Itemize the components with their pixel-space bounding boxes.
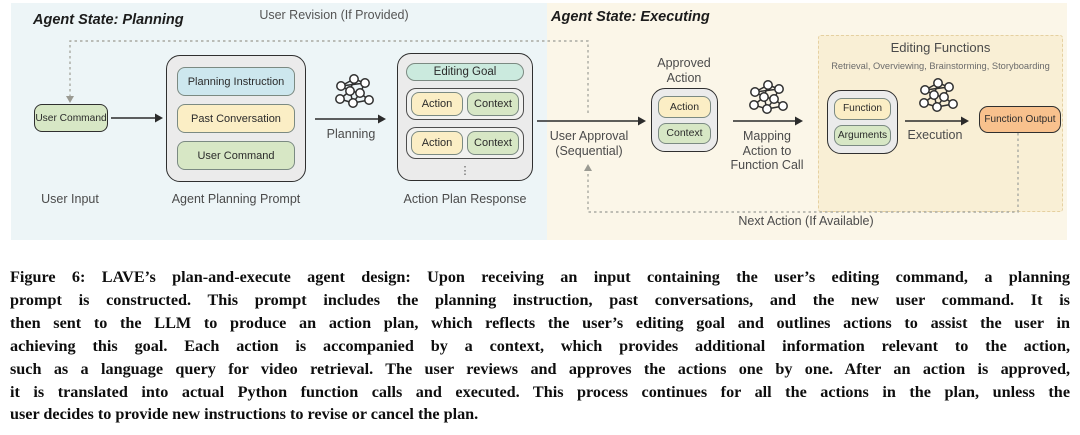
approved-context-node: Context <box>658 122 711 144</box>
caption-line: achieving this goal. Each action is acco… <box>10 336 1070 355</box>
user-revision-label: User Revision (If Provided) <box>259 8 409 22</box>
editing-functions-title: Editing Functions <box>890 40 991 55</box>
context-node-1: Context <box>467 92 519 116</box>
caption-line: then sent to the LLM to produce an actio… <box>10 313 1070 332</box>
executing-region-title: Agent State: Executing <box>551 9 710 25</box>
mapping-label-line3: Function Call <box>730 158 804 172</box>
figure-caption: Figure 6: LAVE’s plan-and-execute agent … <box>10 266 1070 426</box>
user-command-prompt-node: User Command <box>177 141 295 170</box>
past-conversation-node: Past Conversation <box>177 104 295 133</box>
caption-line: such as a language query for video retri… <box>10 359 1070 378</box>
user-approval-label: User Approval (Sequential) <box>543 129 635 158</box>
planning-instruction-node: Planning Instruction <box>177 67 295 96</box>
function-arguments-container: Function Arguments <box>827 90 898 154</box>
editing-functions-subtitle: Retrieval, Overviewing, Brainstorming, S… <box>831 61 1050 71</box>
mapping-label-line2: Action to <box>742 143 792 158</box>
function-node: Function <box>834 98 891 120</box>
mapping-label: Mapping Action to Function Call <box>722 129 812 173</box>
action-plan-response-label: Action Plan Response <box>403 192 527 206</box>
approved-action-node: Action <box>658 96 711 118</box>
figure-diagram: Agent State: Planning Agent State: Execu… <box>11 3 1067 240</box>
approved-action-label-line2: Action <box>666 70 702 85</box>
user-input-label: User Input <box>41 192 99 206</box>
next-action-label: Next Action (If Available) <box>738 214 874 228</box>
mapping-label-line1: Mapping <box>743 129 791 143</box>
caption-line: user decides to provide new instructions… <box>10 405 479 424</box>
user-approval-label-line2: (Sequential) <box>555 143 623 158</box>
more-actions-ellipsis-icon: ⋮ <box>459 165 471 177</box>
function-output-node: Function Output <box>979 106 1061 133</box>
action-context-pair-1: Action Context <box>406 88 524 120</box>
planning-arrow-label: Planning <box>326 127 376 141</box>
approved-action-label-line1: Approved <box>657 56 711 70</box>
caption-line: Figure 6: LAVE’s plan-and-execute agent … <box>10 268 1070 286</box>
approved-action-label: Approved Action <box>650 56 718 85</box>
action-plan-response-container: Editing Goal Action Context Action Conte… <box>397 53 533 181</box>
caption-line: prompt is constructed. This prompt inclu… <box>10 290 1070 309</box>
planning-region-title: Agent State: Planning <box>33 12 184 28</box>
action-node-1: Action <box>411 92 463 116</box>
execution-label: Execution <box>907 128 963 142</box>
user-approval-label-line1: User Approval <box>549 129 629 143</box>
approved-action-container: Action Context <box>651 88 718 152</box>
arguments-node: Arguments <box>834 124 891 146</box>
action-context-pair-2: Action Context <box>406 127 524 159</box>
context-node-2: Context <box>467 131 519 155</box>
agent-planning-prompt-container: Planning Instruction Past Conversation U… <box>166 55 306 182</box>
caption-line: it is translated into actual Python func… <box>10 382 1070 401</box>
agent-planning-prompt-label: Agent Planning Prompt <box>171 192 301 206</box>
editing-goal-node: Editing Goal <box>406 63 524 81</box>
user-command-node: User Command <box>34 104 108 132</box>
action-node-2: Action <box>411 131 463 155</box>
